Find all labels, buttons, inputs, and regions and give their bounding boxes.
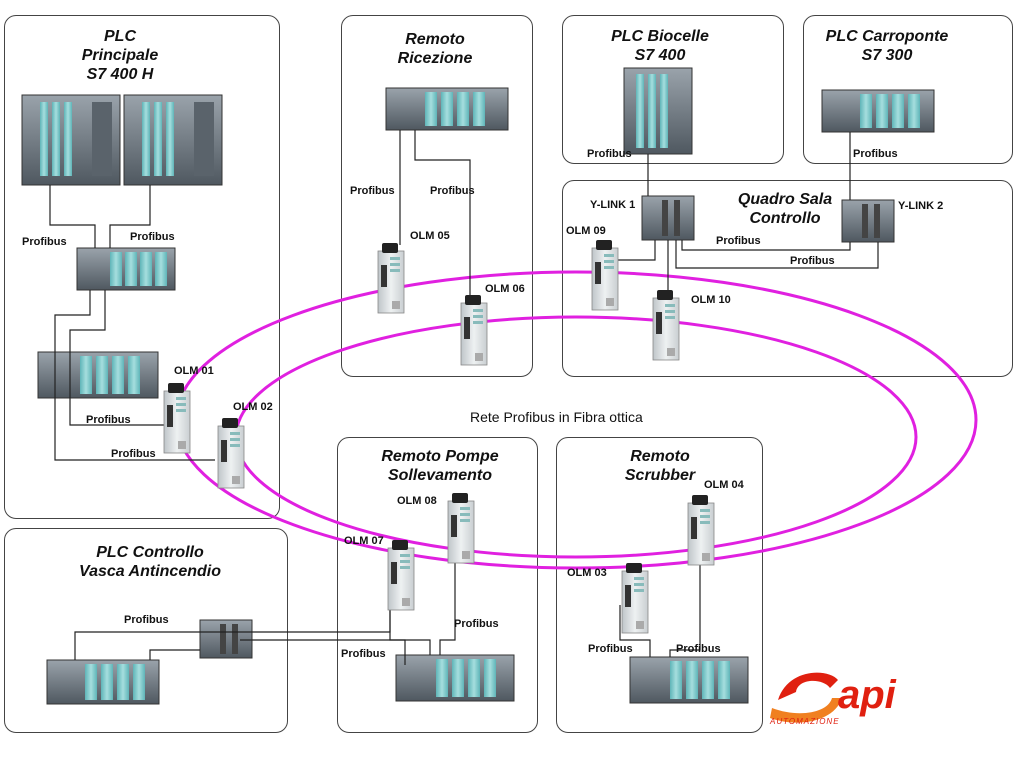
profibus-label-2: Profibus — [130, 231, 175, 243]
olm-04-label: OLM 04 — [704, 479, 744, 491]
olm-09-device — [591, 239, 619, 311]
olm-06-device — [460, 294, 488, 366]
sapi-automazione-logo: api AUTOMAZIONE — [768, 658, 928, 728]
y-link-1-label: Y-LINK 1 — [590, 199, 636, 211]
fiber-ring-inner — [234, 315, 918, 559]
profibus-label-10: Profibus — [790, 255, 835, 267]
logo-sub-text: AUTOMAZIONE — [769, 717, 840, 726]
title-plc-vasca-text: PLC Controllo Vasca Antincendio — [79, 544, 221, 580]
profibus-label-15: Profibus — [676, 643, 721, 655]
profibus-label-8: Profibus — [853, 148, 898, 160]
olm-08-label: OLM 08 — [397, 495, 437, 507]
title-plc-vasca: PLC Controllo Vasca Antincendio — [60, 543, 240, 581]
olm-09-label: OLM 09 — [566, 225, 606, 237]
title-remoto-scrubber: Remoto Scrubber — [600, 447, 720, 485]
y-link-2-label: Y-LINK 2 — [898, 200, 944, 212]
olm-07-label: OLM 07 — [344, 535, 384, 547]
olm-01-label: OLM 01 — [174, 365, 214, 377]
fiber-ring-label: Rete Profibus in Fibra ottica — [470, 409, 643, 425]
profibus-label-6: Profibus — [430, 185, 475, 197]
olm-10-device — [652, 289, 680, 361]
profibus-label-12: Profibus — [341, 648, 386, 660]
io-rack-principale-2 — [37, 351, 159, 399]
title-remoto-ricezione: Remoto Ricezione — [365, 30, 505, 68]
profibus-cables — [49, 130, 879, 665]
olm-07-device — [387, 539, 415, 611]
olm-03-device — [621, 562, 649, 634]
io-rack-scrubber — [629, 656, 749, 704]
olm-03-label: OLM 03 — [567, 567, 607, 579]
olm-01-device — [163, 382, 191, 454]
olm-10-label: OLM 10 — [691, 294, 731, 306]
profibus-label-9: Profibus — [716, 235, 761, 247]
olm-02-device — [217, 417, 245, 489]
plc-s7-400h-cpu-1 — [21, 94, 121, 186]
io-rack-ricezione — [385, 87, 509, 131]
profibus-label-5: Profibus — [350, 185, 395, 197]
plc-s7-400h-cpu-2 — [123, 94, 223, 186]
y-link-1-device — [641, 195, 695, 241]
profibus-label-1: Profibus — [22, 236, 67, 248]
title-plc-biocelle: PLC Biocelle S7 400 — [590, 27, 730, 65]
repeater-vasca — [199, 619, 253, 659]
profibus-label-13: Profibus — [454, 618, 499, 630]
profibus-label-4: Profibus — [111, 448, 156, 460]
olm-08-device — [447, 492, 475, 564]
title-remoto-pompe-text: Remoto Pompe Sollevamento — [381, 448, 499, 484]
plc-s7-300-carroponte — [821, 89, 935, 133]
profibus-label-11: Profibus — [124, 614, 169, 626]
title-plc-carroponte: PLC Carroponte S7 300 — [812, 27, 962, 65]
title-plc-biocelle-text: PLC Biocelle S7 400 — [611, 28, 709, 64]
title-plc-principale: PLC Principale S7 400 H — [60, 27, 180, 84]
y-link-2-device — [841, 199, 895, 243]
olm-06-label: OLM 06 — [485, 283, 525, 295]
plc-s7-400-biocelle — [623, 67, 693, 155]
olm-05-device — [377, 242, 405, 314]
profibus-label-14: Profibus — [588, 643, 633, 655]
title-quadro-sala-text: Quadro Sala Controllo — [737, 191, 833, 227]
box-remoto-ricezione — [341, 15, 533, 377]
title-remoto-ricezione-text: Remoto Ricezione — [397, 31, 473, 67]
title-quadro-sala: Quadro Sala Controllo — [710, 190, 860, 228]
olm-02-label: OLM 02 — [233, 401, 273, 413]
title-plc-carroponte-text: PLC Carroponte S7 300 — [825, 28, 949, 64]
title-plc-principale-text: PLC Principale S7 400 H — [81, 28, 159, 83]
io-rack-principale-1 — [76, 247, 176, 291]
profibus-label-7: Profibus — [587, 148, 632, 160]
io-rack-pompe — [395, 654, 515, 702]
io-rack-vasca — [46, 659, 160, 705]
olm-04-device — [687, 494, 715, 566]
profibus-label-3: Profibus — [86, 414, 131, 426]
title-remoto-pompe: Remoto Pompe Sollevamento — [360, 447, 520, 485]
logo-main-text: api — [838, 673, 897, 717]
title-remoto-scrubber-text: Remoto Scrubber — [624, 448, 696, 484]
olm-05-label: OLM 05 — [410, 230, 450, 242]
